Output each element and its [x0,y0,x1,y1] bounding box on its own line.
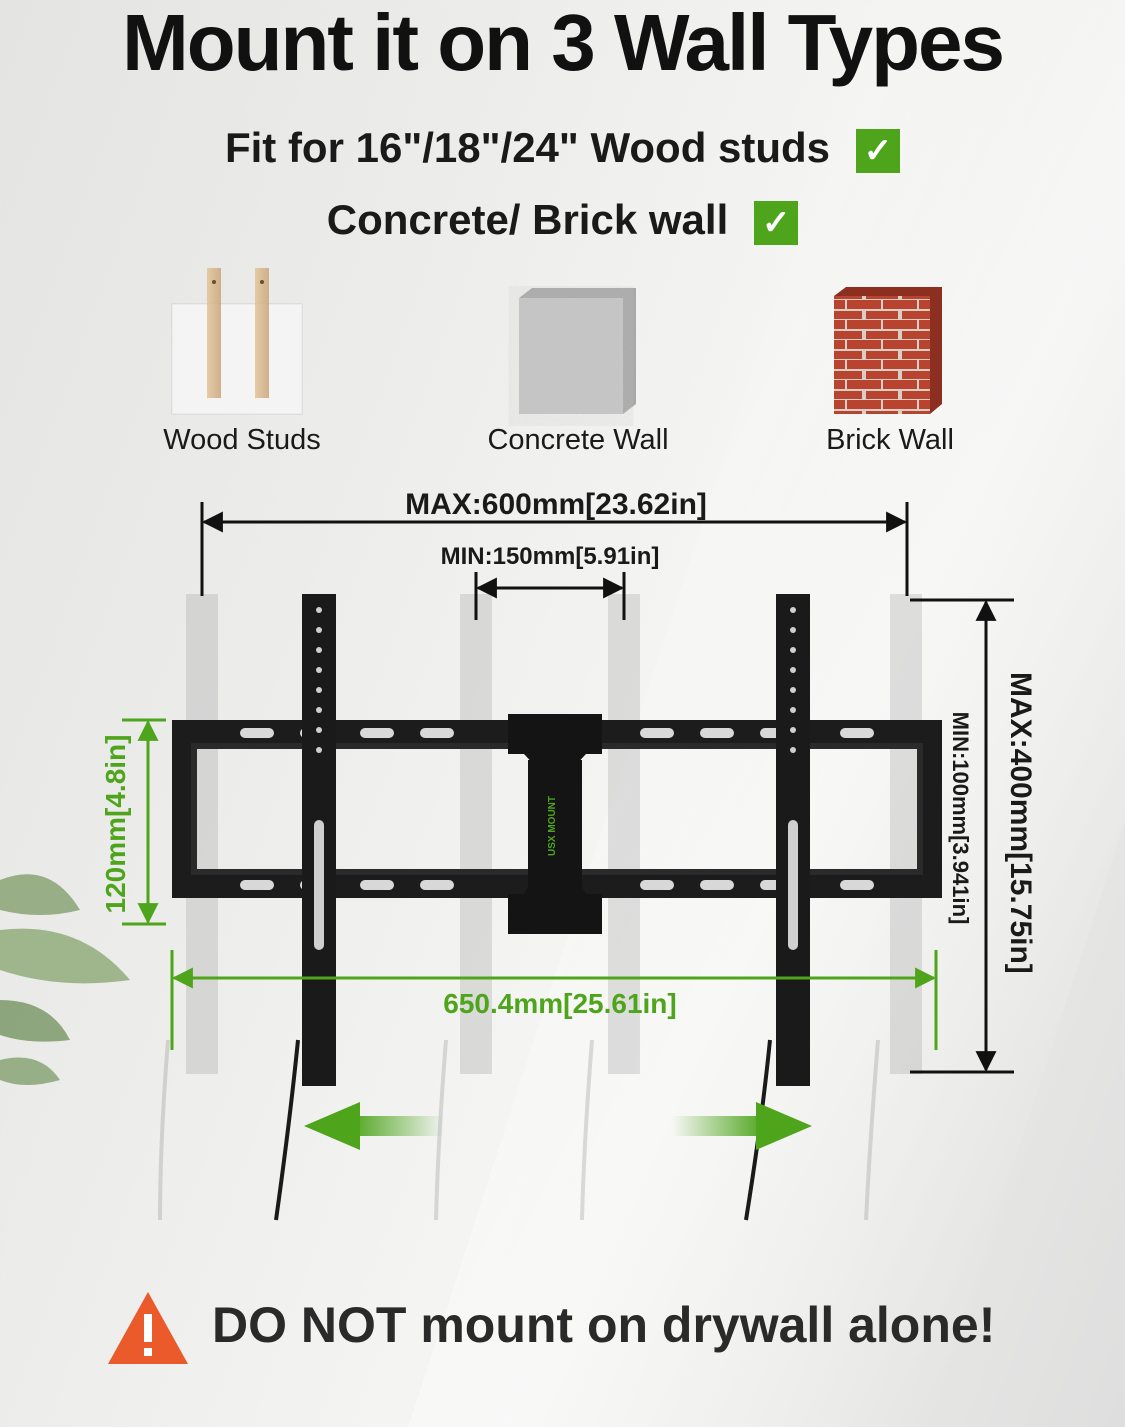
wall-label-concrete: Concrete Wall [487,424,669,456]
fit-concrete-brick: Concrete/ Brick wall ✓ [0,196,1125,245]
page-title: Mount it on 3 Wall Types [122,0,1005,87]
min-width-label: MIN:150mm[5.91in] [440,543,660,570]
min-height-label: MIN:100mm[3.941in] [948,711,973,925]
check-icon: ✓ [754,200,799,245]
concrete-block-icon [519,288,636,414]
plant-leaves [0,874,130,1085]
vertical-arms [274,594,810,1221]
brand-logo: USX MOUNT [547,796,558,856]
slide-arrows [304,1102,812,1150]
bracket-height-label: 120mm[4.8in] [100,734,131,914]
center-plate: USX MOUNT [508,714,602,934]
pull-cord-left [274,1039,300,1221]
wall-plate [172,720,942,898]
max-width-label: MAX:600mm[23.62in] [405,488,707,521]
bracket-width-label: 650.4mm[25.61in] [443,988,677,1019]
wall-label-brick: Brick Wall [826,424,954,456]
fit-wood-studs: Fit for 16"/18"/24" Wood studs ✓ [0,124,1125,173]
brick-block-icon [834,287,942,414]
warning-text: DO NOT mount on drywall alone! [212,1297,996,1353]
wall-label-wood: Wood Studs [163,424,321,456]
warning-icon [108,1292,188,1364]
max-height-label: MAX:400mm[15.75in] [1004,672,1037,974]
wood-studs-icon [171,268,303,415]
fit-concrete-brick-label: Concrete/ Brick wall [326,196,729,243]
fit-wood-studs-label: Fit for 16"/18"/24" Wood studs [224,124,831,171]
mount-diagram: USX MOUNT [0,502,1014,1221]
wall-type-illustrations [171,268,942,415]
check-icon: ✓ [856,128,901,173]
